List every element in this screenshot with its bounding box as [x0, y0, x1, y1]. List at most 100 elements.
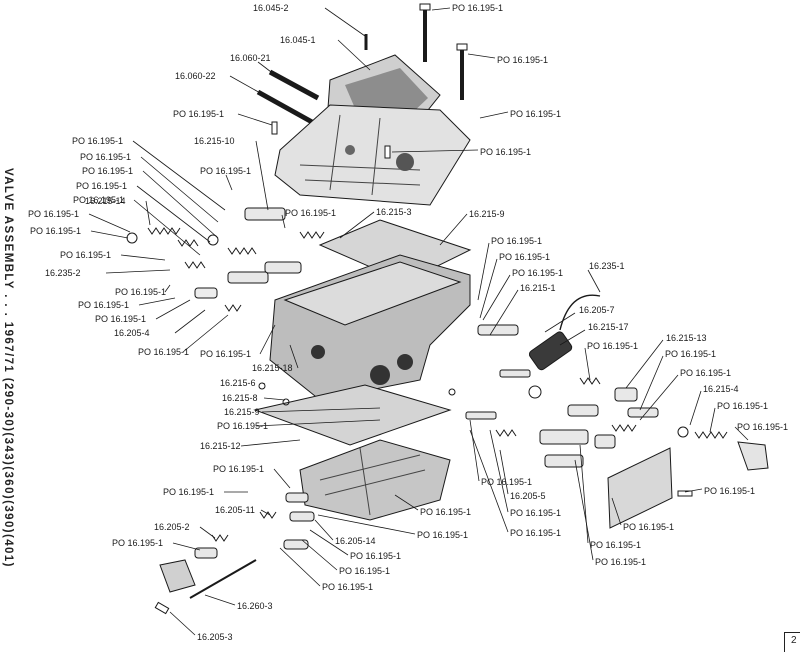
leader-line — [142, 170, 219, 239]
spool-valve — [544, 454, 584, 468]
leader-line — [544, 312, 576, 333]
leader-line — [499, 449, 509, 495]
leader-line — [394, 494, 419, 511]
body-bore — [370, 365, 390, 385]
leader-line — [255, 140, 269, 211]
part-callout: PO 16.195-1 — [595, 557, 646, 567]
screw — [154, 601, 170, 615]
leader-line — [273, 468, 291, 489]
part-callout: 16.205-3 — [197, 632, 233, 642]
part-callout: PO 16.195-1 — [28, 209, 79, 219]
spool-valve — [283, 539, 309, 550]
leader-line — [155, 299, 191, 320]
body-bore — [311, 345, 325, 359]
leader-line — [289, 344, 299, 369]
lower-valve-body — [299, 439, 451, 521]
part-callout: 16.205-14 — [335, 536, 376, 546]
part-callout: PO 16.195-1 — [285, 208, 336, 218]
leader-line — [174, 309, 206, 334]
leader-line — [684, 488, 703, 493]
leader-line — [479, 258, 498, 319]
dowel-pin — [268, 69, 320, 101]
part-callout: PO 16.195-1 — [420, 507, 471, 517]
part-callout: PO 16.195-1 — [30, 226, 81, 236]
leader-line — [611, 497, 622, 526]
part-callout: PO 16.195-1 — [590, 540, 641, 550]
leader-line — [240, 439, 301, 447]
spool-valve — [614, 387, 638, 402]
spool-valve — [539, 429, 589, 445]
part-callout: PO 16.195-1 — [499, 252, 550, 262]
spring — [611, 424, 637, 432]
part-callout: 16.215-9 — [224, 407, 260, 417]
body-port — [345, 145, 355, 155]
spring — [495, 429, 517, 437]
upper-valve-body — [274, 104, 471, 206]
part-callout: PO 16.195-1 — [138, 347, 189, 357]
part-callout: PO 16.195-1 — [510, 528, 561, 538]
leader-line — [337, 39, 371, 71]
part-callout: PO 16.195-1 — [717, 401, 768, 411]
part-callout: PO 16.195-1 — [76, 181, 127, 191]
part-callout: 16.045-1 — [280, 35, 316, 45]
part-callout: PO 16.195-1 — [587, 341, 638, 351]
leader-line — [172, 542, 201, 551]
part-callout: PO 16.195-1 — [322, 582, 373, 592]
part-callout: PO 16.195-1 — [72, 136, 123, 146]
leader-line — [237, 113, 273, 126]
spool-valve — [194, 287, 218, 299]
leader-line — [482, 274, 511, 321]
part-callout: PO 16.195-1 — [510, 109, 561, 119]
washer — [677, 426, 689, 438]
side-title: VALVE ASSEMBLY . . . 1967/71 (290-30)(34… — [0, 0, 32, 647]
leader-line — [489, 289, 519, 336]
spool-valve — [244, 207, 286, 221]
part-callout: 16.215-6 — [220, 378, 256, 388]
spring — [211, 534, 229, 542]
leader-line — [734, 426, 749, 441]
leader-line — [140, 156, 219, 223]
part-callout: PO 16.195-1 — [512, 268, 563, 278]
leader-line — [467, 53, 496, 59]
spool-valve — [567, 404, 599, 417]
leader-line — [261, 407, 381, 413]
bolt-head — [456, 43, 468, 51]
part-callout: 16.215-17 — [588, 322, 629, 332]
body-bore — [397, 354, 413, 370]
part-callout: 16.205-2 — [154, 522, 190, 532]
leader-line — [255, 419, 381, 427]
part-callout: 16.215-8 — [222, 393, 258, 403]
solenoid-wire — [559, 294, 601, 331]
spring — [259, 511, 277, 519]
part-callout: 16.215-4 — [703, 384, 739, 394]
part-callout: PO 16.195-1 — [78, 300, 129, 310]
part-callout: 16.215-14 — [85, 196, 126, 206]
leader-line — [574, 459, 594, 561]
spring — [177, 239, 199, 247]
leader-line — [145, 200, 151, 226]
upper-body-detail — [299, 114, 421, 196]
leader-line — [625, 339, 664, 389]
part-callout: 16.235-1 — [589, 261, 625, 271]
leader-line — [260, 509, 271, 516]
leader-line — [439, 213, 468, 246]
spool-valve — [289, 511, 315, 522]
main-body-top — [283, 261, 462, 326]
leader-line — [391, 149, 479, 153]
part-callout: 16.215-10 — [194, 136, 235, 146]
part-callout: PO 16.195-1 — [173, 109, 224, 119]
part-callout: PO 16.195-1 — [481, 477, 532, 487]
body-port — [396, 153, 414, 171]
check-ball — [448, 388, 456, 396]
part-callout: 16.205-5 — [510, 491, 546, 501]
part-callout: 16.215-18 — [252, 363, 293, 373]
leader-line — [263, 397, 286, 401]
leader-line — [259, 324, 276, 355]
solenoid — [528, 331, 573, 371]
leader-line — [317, 514, 416, 535]
part-callout: 16.205-4 — [114, 328, 150, 338]
leader-line — [105, 269, 171, 274]
leader-line — [587, 269, 601, 293]
